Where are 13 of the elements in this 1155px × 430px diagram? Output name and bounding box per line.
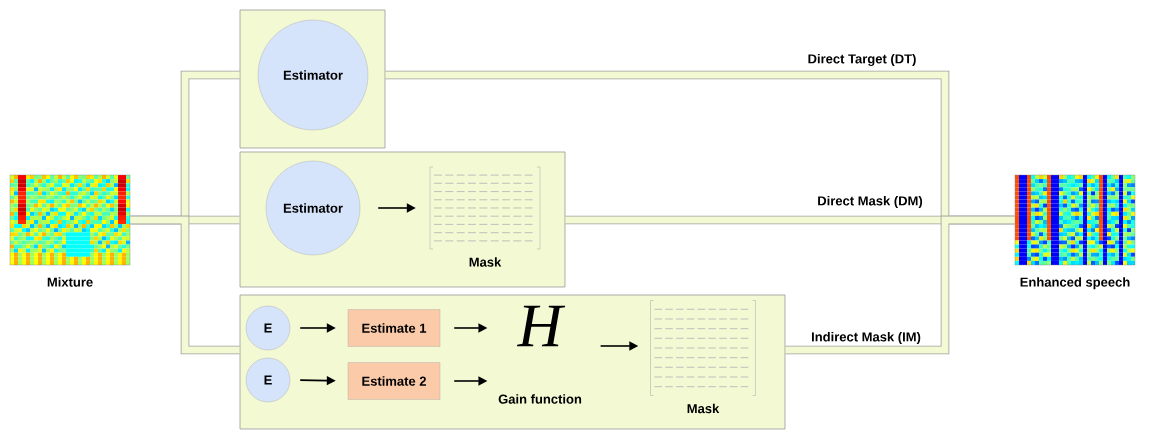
pipe [130, 215, 240, 355]
node-label: Mask [687, 403, 720, 414]
node-label: Mask [469, 257, 502, 267]
edge-label: Indirect Mask (IM) [810, 330, 922, 346]
edge-label: Direct Target (DT) [806, 52, 918, 68]
node-label: Enhanced speech [1020, 277, 1130, 290]
edge-label: Direct Mask (DM) [816, 194, 924, 210]
node-label: Gain function [498, 394, 582, 404]
gain-symbol: H [516, 305, 566, 347]
estimate-box: Estimate 2 [347, 362, 441, 400]
node-label: Mixture [47, 277, 93, 287]
pipe [785, 215, 1015, 355]
estimate-box: Estimate 1 [347, 309, 441, 347]
